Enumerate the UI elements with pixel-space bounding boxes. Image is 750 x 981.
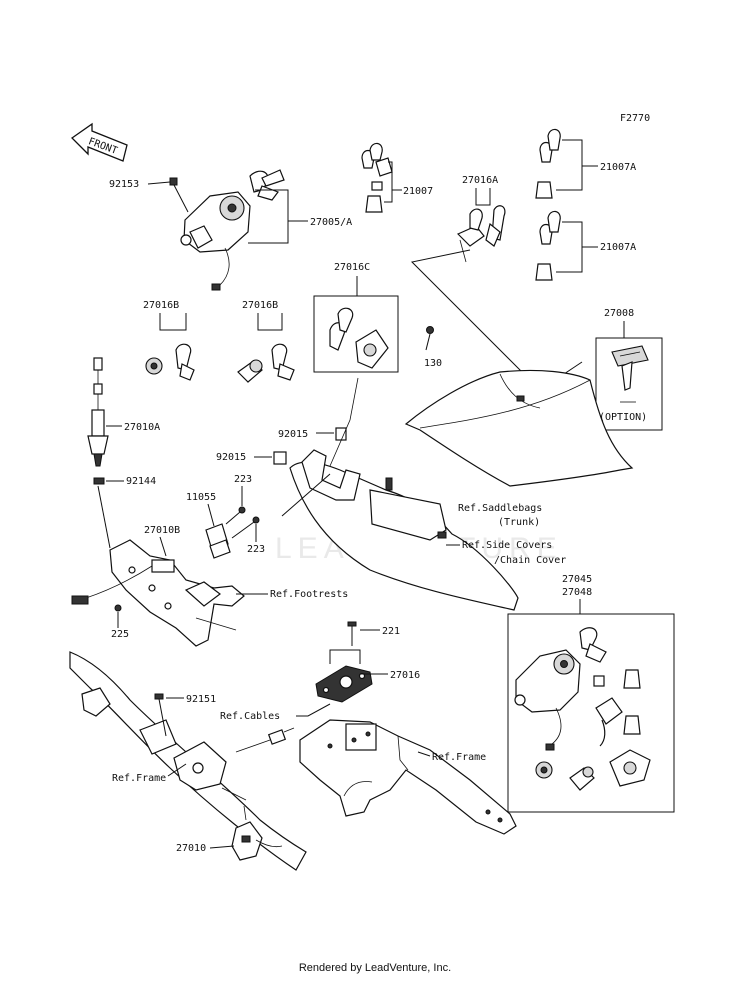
label-option: (OPTION): [599, 412, 647, 423]
label-ref-chaincover: /Chain Cover: [494, 555, 566, 566]
footrest-bracket: [71, 539, 245, 647]
label-ref-frame-left: Ref.Frame: [112, 773, 166, 784]
label-ref-footrests: Ref.Footrests: [270, 589, 348, 600]
label-27016a: 27016A: [462, 175, 498, 186]
screw-221: [347, 621, 357, 646]
label-92144: 92144: [126, 476, 156, 487]
label-21007a-lower: 21007A: [600, 242, 636, 253]
label-27016b-right: 27016B: [242, 300, 278, 311]
label-27008: 27008: [604, 308, 634, 319]
label-ref-trunk: (Trunk): [498, 517, 540, 528]
clip-92144: [93, 477, 105, 485]
bolt-92151: [154, 693, 167, 737]
label-130: 130: [424, 358, 442, 369]
label-225: 225: [111, 629, 129, 640]
label-27016b-left: 27016B: [143, 300, 179, 311]
label-ref-cables: Ref.Cables: [220, 711, 280, 722]
figure-code: F2770: [620, 113, 650, 124]
label-21007: 21007: [403, 186, 433, 197]
ignition-kit-27045: [514, 627, 651, 791]
box-27045-kit: [507, 613, 675, 813]
label-27010: 27010: [176, 843, 206, 854]
saddlebag-trunk: [404, 369, 634, 487]
label-223-lower: 223: [247, 544, 265, 555]
lock-cylinder-27016b-right: [237, 343, 295, 383]
screw-225: [114, 604, 122, 612]
footer-credit: Rendered by LeadVenture, Inc.: [298, 962, 452, 974]
label-ref-frame-right: Ref.Frame: [432, 752, 486, 763]
lock-cylinder-27016b-left: [145, 343, 195, 381]
label-27048: 27048: [562, 587, 592, 598]
screw-223-lower: [231, 516, 260, 539]
label-21007a-upper: 21007A: [600, 162, 636, 173]
box-27008: [595, 337, 663, 431]
label-27010a: 27010A: [124, 422, 160, 433]
label-92151: 92151: [186, 694, 216, 705]
bracket-11055: [205, 523, 231, 559]
label-11055: 11055: [186, 492, 216, 503]
label-27005a: 27005/A: [310, 217, 352, 228]
label-ref-saddlebags: Ref.Saddlebags: [458, 503, 542, 514]
front-arrow: FRONT: [70, 122, 128, 162]
ignition-switch-27005: [180, 169, 285, 291]
label-221: 221: [382, 626, 400, 637]
label-27016c: 27016C: [334, 262, 370, 273]
key-set-21007a-lower: [535, 210, 561, 281]
key-27008: [611, 345, 649, 403]
screw-130: [425, 326, 434, 351]
label-92015-lower: 92015: [216, 452, 246, 463]
clip-92015-upper: [335, 427, 347, 441]
label-92153: 92153: [109, 179, 139, 190]
clip-92015-lower: [273, 451, 287, 465]
lock-cylinder-27016c: [329, 307, 389, 369]
sensor-27010a: [87, 357, 109, 467]
label-223-upper: 223: [234, 474, 252, 485]
rear-frame: [299, 719, 517, 835]
side-cover: [289, 377, 519, 611]
bolt-92153: [169, 177, 189, 213]
cable-end: [235, 727, 295, 753]
screw-223-upper: [225, 506, 246, 525]
label-27045: 27045: [562, 574, 592, 585]
box-27016c: [313, 295, 399, 373]
label-ref-sidecovers: Ref.Side Covers: [462, 540, 552, 551]
label-27016: 27016: [390, 670, 420, 681]
front-frame: [69, 651, 307, 871]
key-set-21007a-upper: [535, 128, 561, 199]
label-92015-upper: 92015: [278, 429, 308, 440]
plate-27016: [315, 665, 373, 703]
key-set-21007: [361, 142, 393, 213]
lock-cylinder-27016a: [456, 205, 506, 263]
label-27010b: 27010B: [144, 525, 180, 536]
